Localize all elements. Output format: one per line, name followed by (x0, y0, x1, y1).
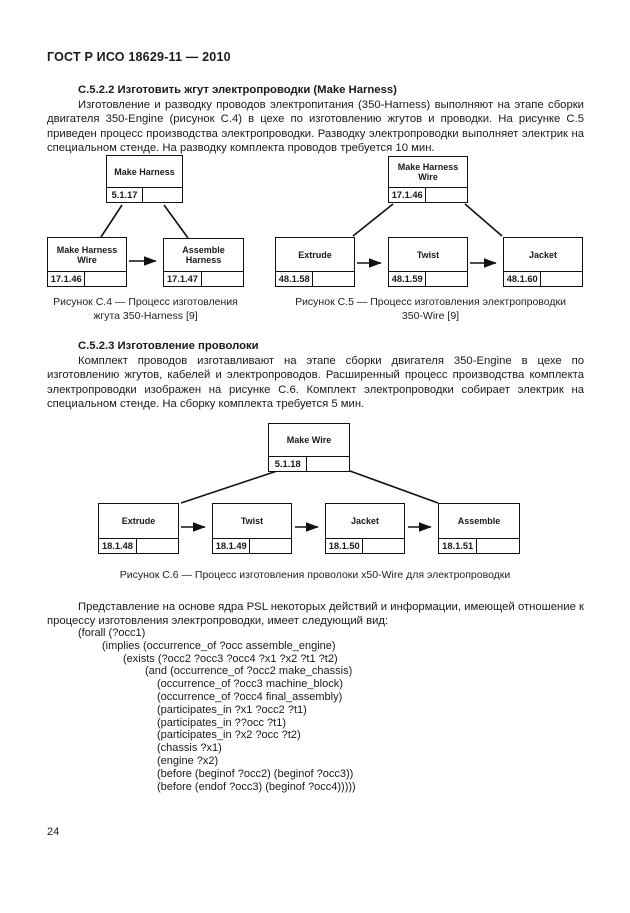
process-box-number-empty-cell (363, 539, 404, 553)
c5-box-twist: Twist 48.1.59 (388, 237, 468, 287)
figure-c5-caption-line1: Рисунок С.5 — Процесс изготовления элект… (295, 296, 566, 308)
process-box-number-strip: 17.1.47 (164, 271, 243, 286)
psl-code-line: (engine ?x2) (157, 754, 219, 767)
psl-code-line: (participates_in ??occ ?t1) (157, 716, 287, 729)
figure-c4-caption-line2: жгута 350-Harness [9] (93, 309, 198, 322)
c4-box-make-harness: Make Harness 5.1.17 (106, 155, 183, 203)
psl-code-line: (participates_in ?x2 ?occ ?t2) (157, 729, 301, 742)
process-box-label: Assemble Harness (182, 245, 225, 265)
psl-code-line: (implies (occurrence_of ?occ assemble_en… (102, 639, 336, 652)
process-box-label: Assemble (457, 516, 501, 526)
page-number: 24 (47, 826, 60, 838)
process-box-number-strip: 48.1.59 (389, 271, 467, 286)
process-box-number: 18.1.49 (213, 539, 251, 553)
psl-code-line: (forall (?occ1) (78, 627, 146, 639)
psl-intro-paragraph: Представление на основе ядра PSL некотор… (47, 601, 584, 628)
section-c522-heading: С.5.2.2 Изготовить жгут электропроводки … (78, 84, 397, 96)
process-box-label: Jacket (350, 516, 380, 526)
figure-c6-caption: Рисунок С.6 — Процесс изготовления прово… (119, 569, 511, 581)
section-c523-paragraph: Комплект проводов изготавливают на этапе… (47, 355, 584, 411)
process-box-number-strip: 5.1.17 (107, 187, 182, 202)
process-box-label: Extrude (121, 516, 156, 526)
c4-left-connector-line (100, 204, 123, 238)
process-box-number-strip: 18.1.48 (99, 538, 178, 553)
process-box-label: Make Harness Wire (56, 244, 118, 265)
c5-right-connector-line (464, 203, 503, 237)
process-box-number-empty-cell (313, 272, 354, 286)
process-box-number: 17.1.46 (48, 272, 86, 286)
process-box-number: 48.1.58 (276, 272, 314, 286)
process-box-number-empty-cell (307, 457, 349, 471)
c4-right-connector-line (163, 204, 189, 239)
process-box-label: Make Harness (114, 166, 175, 177)
process-box-number: 18.1.48 (99, 539, 137, 553)
c5-box-jacket: Jacket 48.1.60 (503, 237, 583, 287)
process-box-number-empty-cell (143, 188, 182, 202)
process-box-number-empty-cell (85, 272, 126, 286)
c6-box-extrude: Extrude 18.1.48 (98, 503, 179, 554)
process-box-number-empty-cell (426, 272, 467, 286)
section-c523-heading: С.5.2.3 Изготовление проволоки (78, 340, 259, 352)
figure-c4-caption-line1: Рисунок С.4 — Процесс изготовления (53, 296, 238, 308)
c6-box-assemble: Assemble 18.1.51 (438, 503, 520, 554)
process-box-number: 18.1.50 (326, 539, 364, 553)
process-box-label: Make Wire (286, 435, 332, 445)
c6-right-connector-line (349, 470, 439, 504)
process-box-number-strip: 48.1.60 (504, 271, 582, 286)
process-box-number-empty-cell (137, 539, 178, 553)
psl-code-line: (occurrence_of ?occ3 machine_block) (157, 678, 343, 691)
process-box-number-strip: 48.1.58 (276, 271, 354, 286)
figure-c5-caption-line2: 350-Wire [9] (401, 309, 460, 322)
process-box-number: 18.1.51 (439, 539, 478, 553)
process-box-number-empty-cell (426, 188, 467, 202)
section-c522-paragraph: Изготовление и разводку проводов электро… (47, 99, 584, 155)
psl-code-line: (exists (?occ2 ?occ3 ?occ4 ?x1 ?x2 ?t1 ?… (123, 652, 338, 665)
c6-box-jacket: Jacket 18.1.50 (325, 503, 405, 554)
process-box-number: 5.1.17 (107, 188, 143, 202)
process-box-number-empty-cell (202, 272, 243, 286)
process-box-number-strip: 18.1.49 (213, 538, 291, 553)
process-box-number-empty-cell (250, 539, 291, 553)
psl-code-line: (before (endof ?occ3) (beginof ?occ4))))… (157, 780, 356, 793)
figure-c5-caption: Рисунок С.5 — Процесс изготовления элект… (288, 296, 573, 323)
psl-code-line: (and (occurrence_of ?occ2 make_chassis) (145, 665, 353, 678)
process-box-label: Jacket (528, 249, 558, 260)
process-box-number: 48.1.59 (389, 272, 427, 286)
psl-code-block: (forall (?occ1) (implies (occurrence_of … (47, 627, 607, 793)
c5-box-extrude: Extrude 48.1.58 (275, 237, 355, 287)
document-header-title: ГОСТ Р ИСО 18629-11 — 2010 (47, 50, 231, 64)
process-box-number-strip: 17.1.46 (389, 187, 467, 202)
psl-code-line: (occurrence_of ?occ4 final_assembly) (157, 690, 343, 703)
process-box-label: Make Harness Wire (397, 162, 459, 182)
process-box-label: Extrude (298, 249, 332, 260)
c6-box-twist: Twist 18.1.49 (212, 503, 292, 554)
figure-c4-caption: Рисунок С.4 — Процесс изготовления жгута… (38, 296, 253, 323)
process-box-number-strip: 18.1.50 (326, 538, 404, 553)
process-box-label: Twist (240, 516, 264, 526)
process-box-number: 17.1.47 (164, 272, 202, 286)
psl-code-line: (participates_in ?x1 ?occ2 ?t1) (157, 703, 307, 716)
psl-code-line: (chassis ?x1) (157, 742, 222, 755)
psl-code-line: (before (beginof ?occ2) (beginof ?occ3)) (157, 767, 354, 780)
process-box-label: Twist (416, 249, 440, 260)
c5-box-make-harness-wire: Make Harness Wire 17.1.46 (388, 156, 468, 203)
process-box-number: 5.1.18 (269, 457, 308, 471)
process-box-number-strip: 18.1.51 (439, 538, 519, 553)
c6-box-make-wire: Make Wire 5.1.18 (268, 423, 350, 472)
process-box-number-empty-cell (477, 539, 519, 553)
process-box-number-empty-cell (541, 272, 582, 286)
c4-box-make-harness-wire: Make Harness Wire 17.1.46 (47, 237, 127, 287)
c4-box-assemble-harness: Assemble Harness 17.1.47 (163, 238, 244, 287)
process-box-number: 17.1.46 (389, 188, 427, 202)
process-box-number: 48.1.60 (504, 272, 542, 286)
c6-left-connector-line (180, 470, 278, 504)
process-box-number-strip: 17.1.46 (48, 271, 126, 286)
process-box-number-strip: 5.1.18 (269, 456, 349, 471)
c5-left-connector-line (352, 203, 394, 237)
